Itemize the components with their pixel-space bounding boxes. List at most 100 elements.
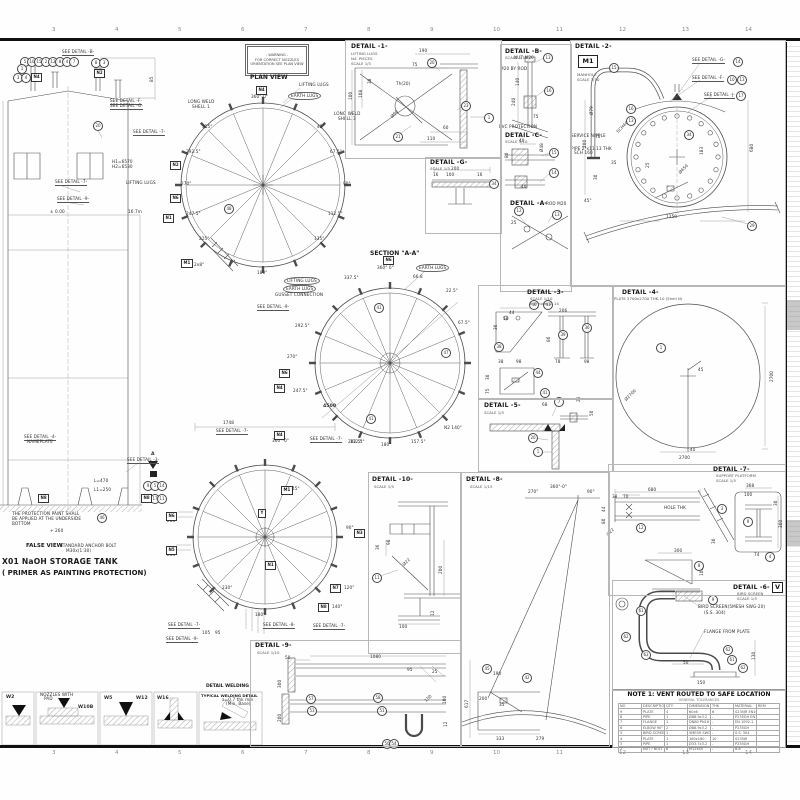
detail-title: DETAIL -8- [466, 476, 503, 483]
dim-label: 50 [285, 655, 291, 660]
dim-label: 200 [451, 166, 460, 171]
ruler-number: 5 [178, 750, 182, 756]
balloon: 61 [727, 655, 737, 665]
balloon: 9 [743, 517, 753, 527]
detail-subtitle: BIRD SCREEN [737, 591, 764, 596]
dim-label: + 260 [50, 528, 64, 533]
dim-label: 150 [697, 680, 706, 685]
detail-panel [612, 580, 786, 691]
balloon: 4 [765, 552, 775, 562]
balloon: 41 [366, 414, 376, 424]
detail-c-drawing [505, 143, 555, 189]
detail-title: DETAIL -C- [505, 132, 543, 139]
dim-label: 25 [432, 669, 438, 674]
detail-title: DETAIL -B- [505, 48, 543, 55]
detail-subtitle: SCALE 1/5 [374, 484, 394, 489]
dim-label: 300 [674, 548, 683, 553]
detail-subtitle: MANHOLE [577, 72, 597, 77]
nozzle-tag: N8 [318, 603, 330, 612]
detail-title: DETAIL -G- [430, 159, 468, 166]
dim-label: 180° [257, 270, 268, 275]
detail-subtitle: SCALE 1/10 [505, 55, 528, 60]
dim-label: 360°-0° [550, 484, 568, 489]
vent-note-title: NOTE 1: VENT ROUTED TO SAFE LOCATION [627, 691, 771, 698]
dim-label: LIFTING LUGS [299, 82, 329, 87]
dim-label: 16 [477, 172, 483, 177]
sheet-border-top [0, 38, 800, 41]
nozzle-tag: Y [258, 509, 266, 518]
dim-label: 60 [443, 125, 449, 130]
dim-label: PAD [44, 696, 53, 701]
nozzle-tag: N4 [31, 73, 43, 82]
ruler-number: 7 [304, 750, 308, 756]
balloon: 41 [543, 300, 553, 310]
dim-label: (S.S. 304) [704, 610, 726, 615]
balloon: 12 [514, 206, 524, 216]
dim-label: 135° [314, 236, 325, 241]
dim-label: 247.5° [186, 211, 201, 216]
detail-a-drawing [511, 211, 569, 250]
detail-subtitle: 8 Ø holes Ø 14 [530, 301, 559, 306]
detail-panel [570, 40, 786, 287]
welding-details-strip [1, 691, 263, 746]
detail-welding-header: DETAIL WELDING [206, 684, 249, 689]
nozzle-tag: N2 [170, 161, 182, 170]
dim-label: 180° [255, 612, 266, 617]
vent-note-panel: NOTE 1: VENT ROUTED TO SAFE LOCATION GEN… [612, 689, 786, 753]
balloon: 20 [528, 433, 538, 443]
dim-label: H2=6530 [112, 164, 133, 169]
balloon: 10 [727, 75, 737, 85]
dim-label: 270° [528, 489, 539, 494]
dim-label: 90° [346, 525, 354, 530]
balloon: 40 [529, 300, 539, 310]
drawing-title-line2: ( PRIMER AS PAINTING PROTECTION) [2, 569, 147, 577]
balloon: 44 [533, 368, 543, 378]
dim-label: 44 [509, 310, 515, 315]
detail-panel [345, 40, 502, 159]
detail-b-drawing [511, 56, 549, 139]
parts-list-strip [786, 42, 800, 745]
balloon: 1 [484, 113, 494, 123]
detail-title: DETAIL -A- [510, 200, 548, 207]
dim-label: 78 [555, 359, 561, 364]
dim-label: 1250 [666, 214, 678, 219]
dim-label: 200 [479, 696, 488, 701]
tolerance-subtitle: GENERAL TOLERANCES [678, 698, 720, 702]
dim-label: 40 [690, 447, 696, 452]
balloon: 62 [723, 645, 733, 655]
detail-subtitle: SCALE 1/5 [351, 61, 371, 66]
dim-label: a=0.7 thk min [222, 697, 254, 702]
dim-label: W10B [78, 705, 94, 710]
dim-label: EARTH LUGS [283, 285, 317, 293]
dim-label: 2700 [679, 455, 691, 460]
dim-label: 360°-0° [272, 438, 290, 443]
dim-label: 157.5° [411, 439, 426, 444]
dim-label: NUT M20 [514, 55, 534, 60]
balloon: 15 [609, 63, 619, 73]
balloon: 34 [489, 179, 499, 189]
ruler-number: 6 [241, 27, 245, 33]
detail-tag: V [772, 582, 783, 593]
ruler-number: 14 [745, 27, 752, 33]
dim-label: PIPE 2"x11.13 THK [571, 146, 612, 151]
ruler-number: 4 [115, 27, 119, 33]
dim-label: 100 [446, 172, 455, 177]
dim-label: Th(20) [396, 81, 411, 86]
see-detail-callout: SEE DETAIL -7- [313, 623, 346, 631]
balloon: 62 [738, 663, 748, 673]
detail-2-manhole-drawing [583, 62, 781, 244]
detail-subtitle: SCALE 1/5 [430, 166, 450, 171]
see-detail-callout: SEE DETAIL -7- [168, 622, 201, 630]
dim-label: SHELL 1 [192, 104, 210, 109]
nozzle-tag: N6 [170, 194, 182, 203]
dim-label: L1=250 [94, 487, 112, 492]
dim-label: 45° [317, 124, 325, 129]
parts-list-header-block [787, 300, 800, 330]
dim-label: LIFTING LUGS [126, 180, 156, 185]
detail-title: DETAIL -2- [575, 43, 612, 50]
warning-line-2: FOR CORRECT NOZZLES [255, 57, 299, 62]
balloon: 53 [307, 706, 317, 716]
dim-label: 292.5° [295, 323, 310, 328]
see-detail-callout: SEE DETAIL -9- [57, 196, 90, 204]
balloon: 14 [733, 57, 743, 67]
